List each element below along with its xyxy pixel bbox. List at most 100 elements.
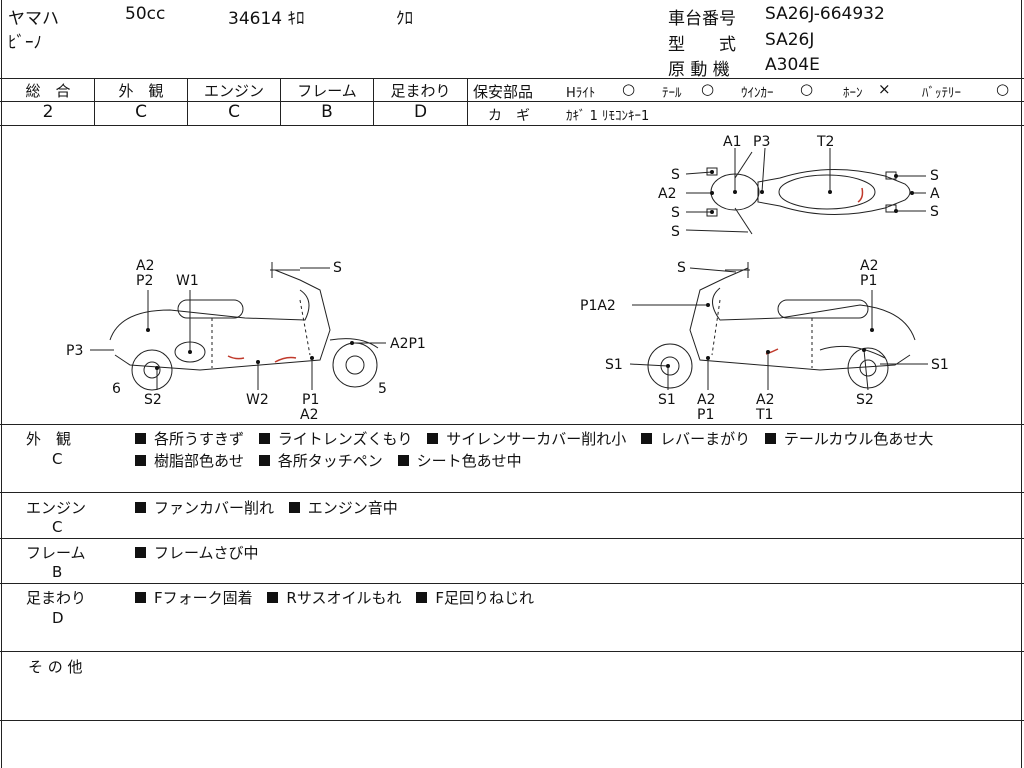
- grade-value-frame: B: [321, 102, 333, 122]
- left-label-a2-bottom: A2: [300, 407, 318, 423]
- scooter-right-view: [647, 262, 916, 389]
- key-label: カ ギ: [488, 108, 530, 124]
- bullet-square-icon: [267, 592, 279, 603]
- remark-label-other: そ の 他: [28, 658, 83, 676]
- safety-item-headlight-mark: ○: [622, 80, 636, 98]
- remark-label-frame: フレーム: [26, 544, 86, 562]
- frame-number-label: 車台番号: [668, 9, 736, 29]
- grade-value-engine: C: [228, 102, 240, 122]
- safety-title: 保安部品: [473, 83, 534, 101]
- bullet-square-icon: [258, 433, 270, 444]
- right-label-p1a2: P1A2: [580, 298, 616, 314]
- right-label-t1: T1: [755, 407, 773, 423]
- left-label-a2p1: A2P1: [390, 336, 426, 352]
- remark-label-engine: エンジン: [26, 499, 87, 517]
- top-label-a1: A1: [723, 134, 741, 150]
- safety-item-tail-mark: ○: [701, 80, 715, 98]
- bullet-square-icon: [416, 592, 428, 603]
- top-label-s-1: S: [671, 167, 680, 183]
- remark-grade-suspension: D: [52, 609, 64, 627]
- remark-item: テールカウル色あせ大: [764, 428, 933, 450]
- model-name: ﾋﾞｰﾉ: [8, 33, 42, 53]
- grade-label-engine: エンジン: [203, 82, 264, 100]
- remark-grade-frame: B: [52, 563, 63, 581]
- remark-label-suspension: 足まわり: [26, 589, 87, 607]
- safety-item-horn-mark: ×: [878, 80, 891, 98]
- left-label-5: 5: [378, 381, 387, 397]
- right-label-p1-bottom: P1: [697, 407, 714, 423]
- right-label-a2-bottom: A2: [697, 392, 715, 408]
- bullet-square-icon: [135, 502, 146, 513]
- grade-value-exterior: C: [135, 102, 147, 122]
- remark-item: シート色あせ中: [397, 450, 522, 472]
- right-label-s1-bottom: S1: [658, 392, 676, 408]
- left-label-a2: A2: [136, 258, 154, 274]
- right-label-s: S: [677, 260, 686, 276]
- safety-item-winker-label: ｳｲﾝｶｰ: [741, 86, 774, 101]
- left-label-p3: P3: [66, 343, 83, 359]
- grade-value-suspension: D: [413, 102, 428, 122]
- left-label-s: S: [333, 260, 342, 276]
- left-label-w2: W2: [246, 392, 269, 408]
- displacement: 50cc: [125, 4, 166, 24]
- grade-label-overall: 総 合: [25, 82, 71, 100]
- remark-items-exterior: 各所うすきず ライトレンズくもり サイレンサーカバー削れ小 レバーまがり テール…: [135, 428, 1015, 472]
- left-label-s2: S2: [144, 392, 162, 408]
- bullet-square-icon: [135, 433, 146, 444]
- grade-value-overall: 2: [42, 102, 54, 122]
- model-type-value: SA26J: [765, 30, 815, 50]
- scooter-diagram: S S A1 P3 T2 A2 S S S A A2 P2 W1 S P3 A2…: [0, 126, 1024, 424]
- remark-item: レバーまがり: [641, 428, 750, 450]
- mileage: 34614 ｷﾛ: [228, 9, 305, 29]
- top-label-s-3: S: [671, 205, 680, 221]
- grade-label-suspension: 足まわり: [390, 82, 451, 100]
- right-label-a2-second: A2: [756, 392, 774, 408]
- key-value: ｶｷﾞ 1 ﾘﾓｺﾝｷｰ1: [566, 109, 650, 124]
- remark-item: サイレンサーカバー削れ小: [427, 428, 626, 450]
- safety-item-battery-label: ﾊﾞｯﾃﾘｰ: [922, 86, 961, 101]
- right-label-a2: A2: [860, 258, 878, 274]
- scooter-diagram-svg: S S A1 P3 T2 A2 S S S A A2 P2 W1 S P3 A2…: [66, 134, 949, 423]
- safety-item-headlight-label: Hﾗｲﾄ: [566, 86, 596, 101]
- remark-item: ライトレンズくもり: [258, 428, 413, 450]
- bullet-square-icon: [258, 455, 270, 466]
- safety-item-battery-mark: ○: [996, 80, 1010, 98]
- top-label-s-4: S: [930, 168, 939, 184]
- bullet-square-icon: [135, 547, 146, 558]
- bullet-square-icon: [427, 433, 439, 444]
- top-label-s-2: S: [671, 224, 680, 240]
- remark-item: 各所タッチペン: [258, 450, 383, 472]
- top-label-t2: T2: [816, 134, 834, 150]
- top-label-p3: P3: [753, 134, 770, 150]
- engine-code-label: 原 動 機: [668, 60, 730, 80]
- left-label-6: 6: [112, 381, 121, 397]
- bullet-square-icon: [135, 455, 146, 466]
- safety-item-tail-label: ﾃｰﾙ: [662, 86, 682, 101]
- remark-item: 樹脂部色あせ: [135, 450, 244, 472]
- remark-grade-engine: C: [52, 518, 63, 536]
- safety-item-winker-mark: ○: [800, 80, 814, 98]
- left-label-p2: P2: [136, 273, 153, 289]
- remark-items-frame: フレームさび中: [135, 542, 269, 563]
- remark-item: 各所うすきず: [135, 428, 244, 450]
- remark-items-engine: ファンカバー削れ エンジン音中: [135, 497, 408, 518]
- right-label-s1-right: S1: [931, 357, 949, 373]
- remark-item: ファンカバー削れ: [135, 497, 274, 518]
- left-label-p1: P1: [302, 392, 319, 408]
- remark-item: エンジン音中: [288, 497, 398, 518]
- engine-code-value: A304E: [765, 55, 820, 75]
- top-label-s-5: S: [930, 204, 939, 220]
- left-label-w1: W1: [176, 273, 199, 289]
- top-label-a2: A2: [658, 186, 676, 202]
- damage-marks: [227, 187, 864, 363]
- remark-grade-exterior: C: [52, 450, 63, 468]
- safety-item-horn-label: ﾎｰﾝ: [843, 86, 863, 101]
- remark-item: F足回りねじれ: [416, 587, 534, 608]
- top-label-a: A: [930, 186, 940, 202]
- right-label-s1-left: S1: [605, 357, 623, 373]
- bullet-square-icon: [288, 502, 300, 513]
- model-type-label: 型 式: [668, 35, 736, 55]
- remark-label-exterior: 外 観: [26, 430, 72, 448]
- scooter-top-view: [706, 151, 911, 235]
- bullet-square-icon: [764, 433, 776, 444]
